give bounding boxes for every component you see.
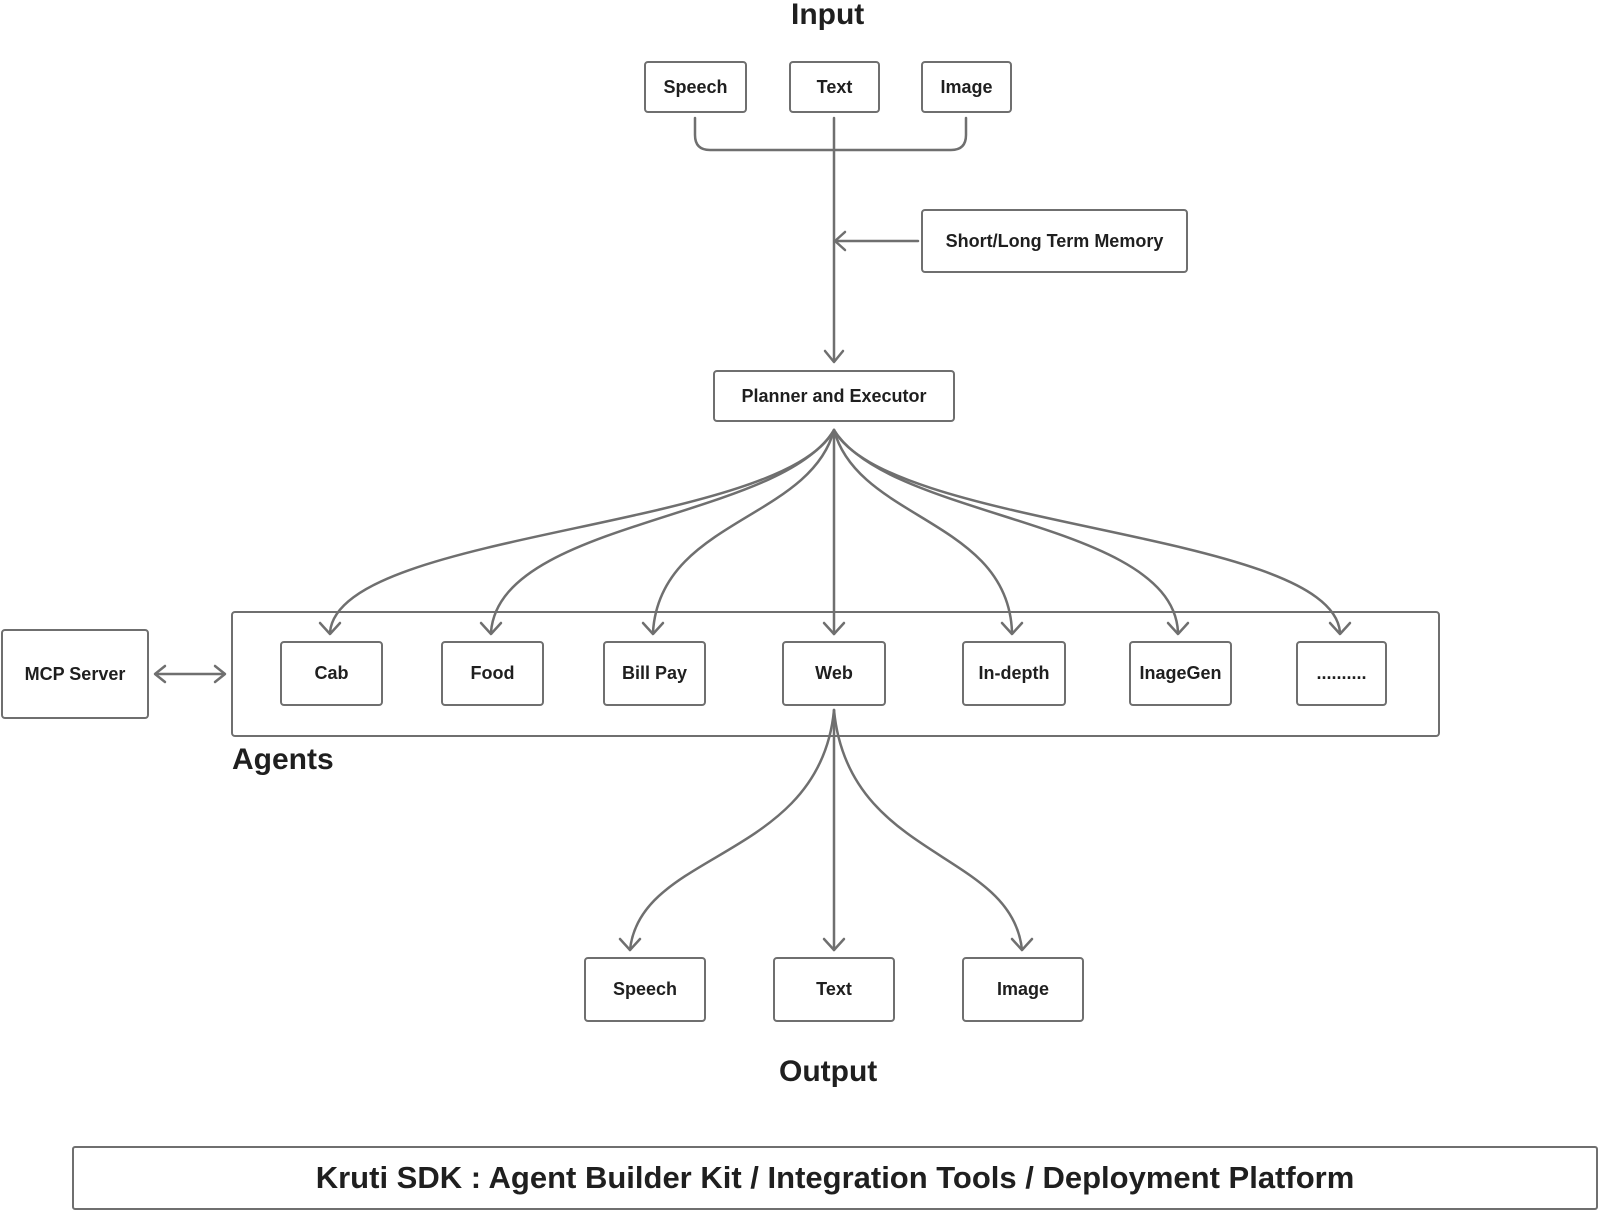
agents-container xyxy=(231,611,1440,737)
footer-banner: Kruti SDK : Agent Builder Kit / Integrat… xyxy=(72,1146,1598,1210)
arrowhead-output-text xyxy=(822,937,846,952)
arrowhead-output-speech xyxy=(618,937,642,952)
edge-planner-food xyxy=(489,428,836,634)
arrowhead-output-image xyxy=(1010,937,1034,952)
agent-more-box[interactable]: .......... xyxy=(1296,641,1387,706)
edge-planner-indepth xyxy=(832,428,1014,634)
agent-food-box[interactable]: Food xyxy=(441,641,544,706)
edge-planner-more xyxy=(832,428,1342,634)
agent-inagegen-box[interactable]: InageGen xyxy=(1129,641,1232,706)
edge-web-output-speech xyxy=(628,708,836,952)
output-image-box[interactable]: Image xyxy=(962,957,1084,1022)
input-heading: Input xyxy=(791,0,865,31)
input-text-box[interactable]: Text xyxy=(789,61,880,113)
input-merge-bracket xyxy=(693,116,968,152)
edge-planner-cab xyxy=(328,428,836,634)
input-speech-box[interactable]: Speech xyxy=(644,61,747,113)
mcp-arrowhead-left xyxy=(153,664,167,684)
edge-planner-inagegen xyxy=(832,428,1180,634)
mcp-server-box[interactable]: MCP Server xyxy=(1,629,149,719)
planner-executor-box[interactable]: Planner and Executor xyxy=(713,370,955,422)
mcp-arrowhead-right xyxy=(213,664,227,684)
agent-billpay-box[interactable]: Bill Pay xyxy=(603,641,706,706)
planner-arrowhead xyxy=(823,349,845,364)
memory-arrowhead xyxy=(833,230,847,252)
edge-planner-billpay xyxy=(651,428,836,634)
output-text-box[interactable]: Text xyxy=(773,957,895,1022)
memory-box[interactable]: Short/Long Term Memory xyxy=(921,209,1188,273)
agents-heading: Agents xyxy=(232,743,334,776)
input-image-box[interactable]: Image xyxy=(921,61,1012,113)
edge-web-output-image xyxy=(832,708,1024,952)
output-speech-box[interactable]: Speech xyxy=(584,957,706,1022)
output-heading: Output xyxy=(779,1055,878,1088)
agent-cab-box[interactable]: Cab xyxy=(280,641,383,706)
agent-indepth-box[interactable]: In-depth xyxy=(962,641,1066,706)
agent-web-box[interactable]: Web xyxy=(782,641,886,706)
